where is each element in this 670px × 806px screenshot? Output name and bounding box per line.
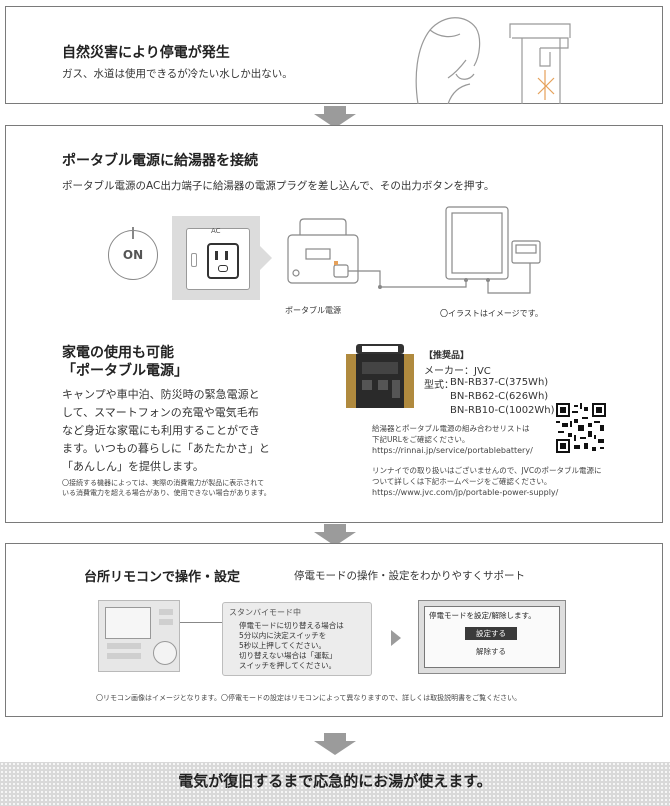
standby-line: 5分以内に決定スイッチを	[239, 631, 327, 640]
pointer-triangle-icon	[260, 246, 272, 270]
down-arrow-icon	[314, 106, 356, 128]
rec-models: BN-RB37-C(375Wh) BN-RB62-C(626Wh) BN-RB1…	[450, 376, 555, 418]
ac-outlet-panel: AC	[172, 216, 260, 300]
section3-note: 〇リモコン画像はイメージとなります。〇停電モードの設定はリモコンによって異なりま…	[96, 694, 522, 702]
appliance-body: キャンプや車中泊、防災時の緊急電源と して、スマートフォンの充電や電気毛布 など…	[62, 386, 270, 476]
appliance-note-line: 〇接続する機器によっては、実際の消費電力が製品に表示されて	[62, 479, 265, 487]
jvc-url[interactable]: https://www.jvc.com/jp/portable-power-su…	[372, 488, 559, 497]
appliance-title-1: 家電の使用も可能	[62, 345, 174, 361]
screen-title: 停電モードを設定/解除します。	[429, 611, 536, 620]
section-power-outage	[5, 6, 663, 104]
appliance-body-line: キャンプや車中泊、防災時の緊急電源と	[62, 388, 260, 401]
woman-at-faucet-illustration	[415, 17, 571, 104]
section1-title: 自然災害により停電が発生	[62, 45, 230, 61]
ac-socket-icon	[207, 243, 239, 279]
rec-model-label: 型式：	[424, 380, 454, 391]
appliance-note-line: いる消費電力を超える場合があり、使用できない場合があります。	[62, 489, 271, 498]
portable-power-label: ポータブル電源	[285, 306, 341, 315]
standby-title: スタンバイモード中	[229, 608, 301, 617]
qr-code-icon[interactable]	[556, 403, 606, 453]
standby-line: 切り替えない場合は「運転」	[239, 651, 337, 660]
standby-screen: スタンバイモード中 停電モードに切り替える場合は 5分以内に決定スイッチを 5秒…	[222, 602, 372, 676]
down-arrow-icon	[314, 733, 356, 755]
rec-jvc-note-line: ついて詳しくは下記ホームページをご確認ください。	[372, 476, 552, 486]
appliance-body-line: 「あんしん」を提供します。	[62, 460, 204, 473]
footer-banner	[0, 762, 670, 806]
appliance-body-line: など身近な家電にも利用することができ	[62, 424, 260, 437]
rec-list-note: 給湯器とポータブル電源の組み合わせリストは 下記URLをご確認ください。	[372, 424, 530, 446]
rec-list-note-line: 下記URLをご確認ください。	[372, 434, 470, 444]
next-arrow-icon	[391, 630, 401, 646]
section2-title: ポータブル電源に給湯器を接続	[62, 153, 258, 169]
down-arrow-icon	[314, 524, 356, 546]
portable-power-and-heater-illustration	[287, 206, 541, 294]
set-option-button[interactable]: 設定する	[465, 627, 517, 640]
rec-title: 【推奨品】	[424, 351, 470, 361]
ac-label: AC	[211, 227, 221, 235]
standby-line: 停電モードに切り替える場合は	[239, 621, 344, 630]
standby-line: 5秒以上押してください。	[239, 641, 326, 650]
on-label: ON	[122, 248, 144, 262]
kitchen-remote-image	[98, 600, 180, 672]
section1-desc: ガス、水道は使用できるが冷たい水しか出ない。	[62, 68, 293, 80]
appliance-body-line: ます。いつもの暮らしに「あたたかさ」と	[62, 442, 270, 455]
section2-desc: ポータブル電源のAC出力端子に給湯器の電源プラグを差し込んで、その出力ボタンを押…	[62, 180, 495, 192]
rec-maker: メーカー：JVC	[424, 366, 491, 377]
appliance-note: 〇接続する機器によっては、実際の消費電力が製品に表示されて いる消費電力を超える…	[62, 478, 271, 498]
standby-line: スイッチを押してください。	[239, 661, 337, 670]
jvc-portable-power-product-image	[346, 344, 414, 408]
power-on-icon: ON	[108, 225, 158, 280]
section3-subtitle: 停電モードの操作・設定をわかりやすくサポート	[294, 570, 525, 582]
rec-model: BN-RB62-C(626Wh)	[450, 391, 549, 402]
footer-banner-text: 電気が復旧するまで応急的にお湯が使えます。	[178, 772, 492, 790]
illustration-note: 〇イラストはイメージです。	[440, 309, 543, 318]
appliance-title-2: 「ポータブル電源」	[62, 363, 188, 379]
rinnai-url[interactable]: https://rinnai.jp/service/portablebatter…	[372, 446, 533, 455]
section3-title: 台所リモコンで操作・設定	[84, 570, 241, 585]
section-connect-portable-power	[5, 125, 663, 523]
appliance-body-line: して、スマートフォンの充電や電気毛布	[62, 406, 259, 419]
rec-jvc-note: リンナイでの取り扱いはございませんので、JVCのポータブル電源に ついて詳しくは…	[372, 466, 602, 488]
callout-line	[180, 622, 222, 623]
rec-jvc-note-line: リンナイでの取り扱いはございませんので、JVCのポータブル電源に	[372, 466, 602, 475]
outage-mode-screen: 停電モードを設定/解除します。 設定する 解除する	[418, 600, 566, 674]
rec-model: BN-RB10-C(1002Wh)	[450, 405, 555, 416]
rec-model: BN-RB37-C(375Wh)	[450, 377, 549, 388]
cancel-option-button[interactable]: 解除する	[476, 647, 506, 656]
rec-list-note-line: 給湯器とポータブル電源の組み合わせリストは	[372, 424, 530, 433]
